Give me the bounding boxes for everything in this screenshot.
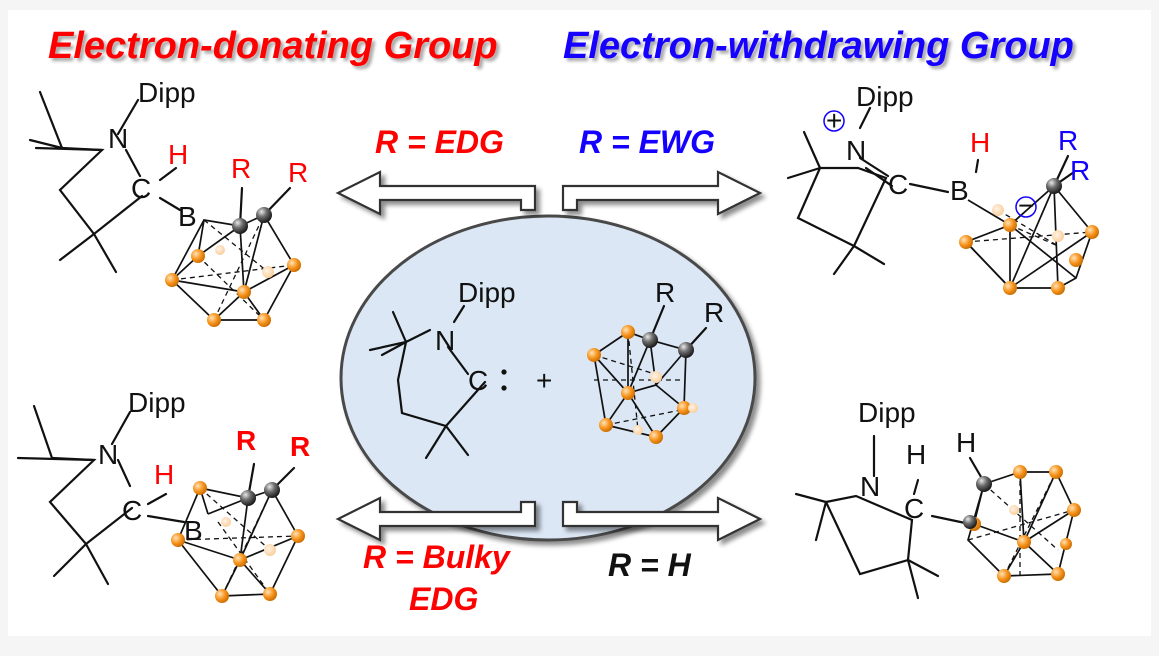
reaction-scheme: Electron-donating Group Electron-withdra… xyxy=(16,25,1099,617)
bl-b-label: B xyxy=(184,515,203,546)
carboranyl-cage-icon xyxy=(587,304,708,444)
carboranyl-cage-icon xyxy=(963,465,1081,583)
product-bottom-left: N Dipp C H B xyxy=(16,387,310,603)
center-carbene-label: C xyxy=(468,365,488,396)
tl-h-label: H xyxy=(168,139,188,170)
title-electron-donating: Electron-donating Group xyxy=(48,25,498,67)
bl-h-label: H xyxy=(154,459,174,490)
product-top-left: N Dipp C H B xyxy=(28,77,308,327)
condition-bulky-edg-line2: EDG xyxy=(409,581,478,617)
tr-minus-label: − xyxy=(1018,190,1034,221)
product-bottom-right: N Dipp C H H xyxy=(794,397,1081,600)
carboranyl-cage-icon xyxy=(171,462,305,603)
tr-dipp-label: Dipp xyxy=(856,81,914,112)
br-h1-label: H xyxy=(906,439,926,470)
tl-n-label: N xyxy=(108,123,128,154)
tl-r2-label: R xyxy=(288,157,308,188)
arrow-right-icon xyxy=(561,496,763,542)
tr-r2-label: R xyxy=(1070,155,1090,186)
center-dipp-label: Dipp xyxy=(458,277,516,308)
tr-positive-charge xyxy=(823,110,845,132)
tr-n-label: N xyxy=(846,135,866,166)
center-r1-label: R xyxy=(655,277,675,308)
center-plus-sign: + xyxy=(536,365,552,396)
condition-ewg: R = EWG xyxy=(579,124,715,160)
product-top-right: + N Dipp C B H xyxy=(786,81,1099,295)
tr-b-label: B xyxy=(950,175,969,206)
arrow-left-icon xyxy=(335,496,537,542)
tl-b-label: B xyxy=(178,201,197,232)
figure-stage: Electron-donating Group Electron-withdra… xyxy=(8,10,1151,636)
tr-plus-label: + xyxy=(826,105,842,136)
center-n-label: N xyxy=(435,325,455,356)
title-electron-withdrawing: Electron-withdrawing Group xyxy=(563,25,1074,67)
arrow-right-icon xyxy=(561,170,763,216)
carboranyl-cage-icon xyxy=(959,154,1099,295)
condition-edg: R = EDG xyxy=(375,124,504,160)
tr-r1-label: R xyxy=(1058,125,1078,156)
tl-c-label: C xyxy=(131,173,151,204)
bl-r2-label: R xyxy=(290,431,310,462)
condition-h: R = H xyxy=(608,547,692,583)
bl-dipp-label: Dipp xyxy=(128,387,186,418)
tr-c-label: C xyxy=(888,169,908,200)
carboranyl-cage-icon xyxy=(165,186,301,327)
center-reactants: N Dipp C + xyxy=(339,214,757,542)
reactant-ellipse xyxy=(339,214,757,542)
tr-h-label: H xyxy=(970,127,990,158)
br-n-label: N xyxy=(860,471,880,502)
br-dipp-label: Dipp xyxy=(858,397,916,428)
bl-c-label: C xyxy=(122,495,142,526)
condition-bulky-edg-line1: R = Bulky xyxy=(363,539,512,575)
bl-r1-label: R xyxy=(236,425,256,456)
tl-r1-label: R xyxy=(231,153,251,184)
tl-dipp-label: Dipp xyxy=(138,77,196,108)
arrow-left-icon xyxy=(335,170,537,216)
bl-n-label: N xyxy=(98,439,118,470)
br-c-label: C xyxy=(904,493,924,524)
center-r2-label: R xyxy=(704,297,724,328)
tr-negative-charge xyxy=(1015,196,1037,218)
br-h2-label: H xyxy=(956,427,976,458)
